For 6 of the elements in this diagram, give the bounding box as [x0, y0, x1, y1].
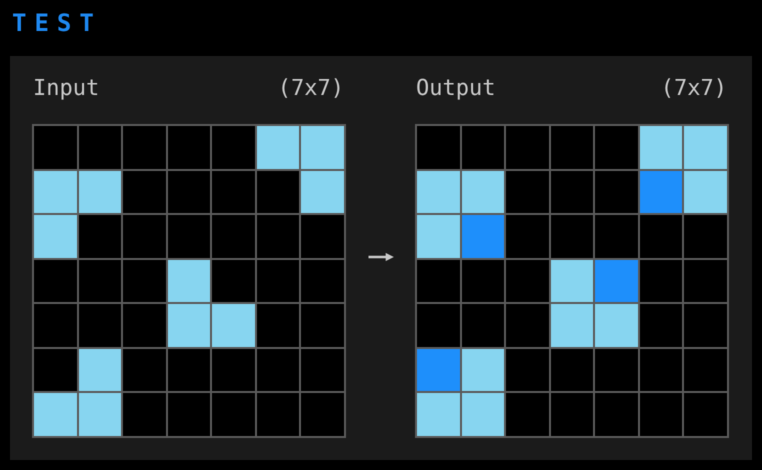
- grid-title: Output: [416, 76, 496, 102]
- arrow: [368, 252, 394, 262]
- grid-title: Input: [33, 76, 100, 102]
- title: TEST: [12, 8, 102, 38]
- grid-size: (7x7): [278, 76, 344, 102]
- grid-size: (7x7): [660, 76, 727, 102]
